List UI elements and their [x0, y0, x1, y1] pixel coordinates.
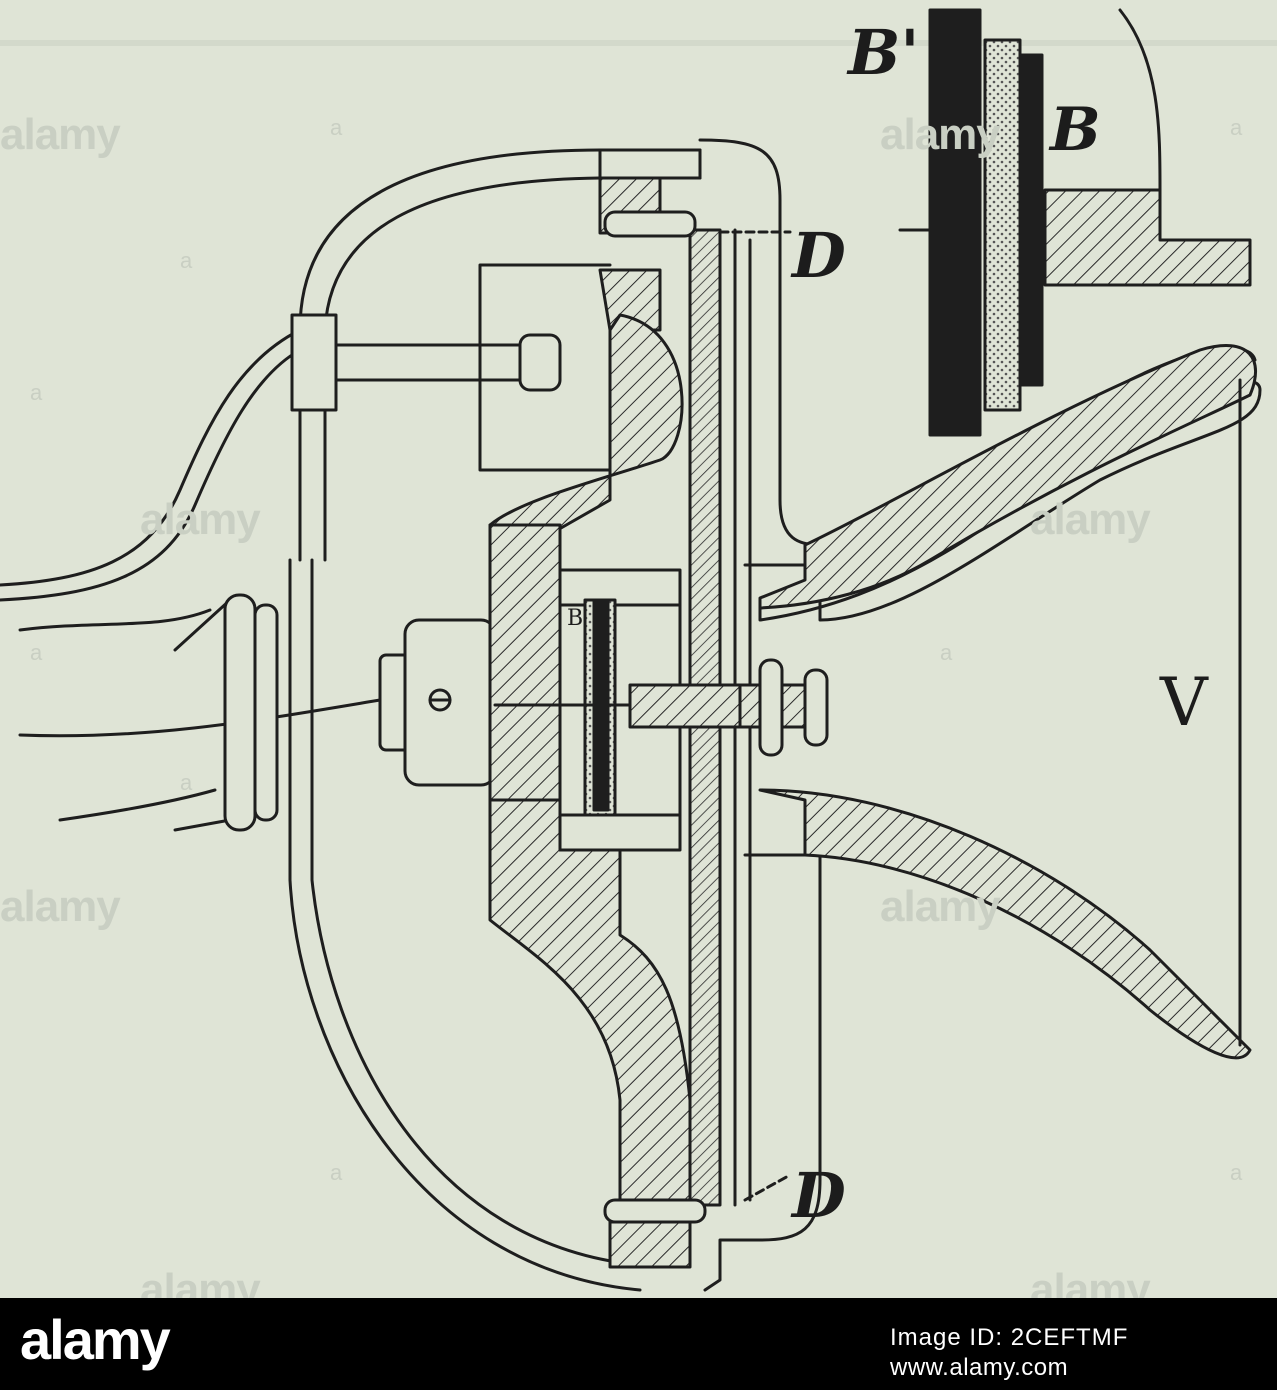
watermark-letter: a	[330, 1160, 343, 1185]
bracket	[478, 263, 612, 472]
inset-detail	[898, 8, 1252, 437]
top-clamp	[598, 148, 702, 238]
center-terminal	[378, 618, 497, 787]
bottom-clamp	[603, 1198, 707, 1269]
watermark-letter: a	[180, 770, 193, 795]
footer-bar: alamy Image ID: 2CEFTMF www.alamy.com	[0, 1298, 1277, 1390]
handle-collar	[173, 593, 279, 832]
upper-shell	[488, 313, 684, 562]
lower-shell	[488, 798, 692, 1202]
site-url: www.alamy.com	[890, 1354, 1069, 1381]
label-d-top: D	[792, 219, 846, 292]
label-b-inner: B	[567, 606, 584, 631]
watermark-letter: a	[330, 115, 343, 140]
center-stud	[493, 658, 829, 757]
cord-wires	[0, 328, 382, 822]
cord-coupler	[290, 313, 338, 412]
watermark: alamy	[880, 110, 1001, 159]
label-d-bottom: D	[792, 1159, 846, 1232]
watermark: alamy	[140, 495, 261, 544]
watermark-letter: a	[1230, 115, 1243, 140]
mouthpiece-horn	[758, 344, 1262, 1060]
label-b: B	[1050, 95, 1101, 165]
watermark: alamy	[0, 110, 121, 159]
image-id: Image ID: 2CEFTMF	[890, 1324, 1129, 1351]
watermark-letter: a	[180, 248, 193, 273]
watermark: alamy	[880, 882, 1001, 931]
watermark: alamy	[1030, 1265, 1151, 1299]
watermark-letter: a	[1230, 1160, 1243, 1185]
watermark-letter: a	[30, 640, 43, 665]
watermark: alamy	[0, 882, 121, 931]
watermark-letter: a	[940, 640, 953, 665]
diagram-figure: alamy alamy alamy alamy alamy alamy alam…	[0, 0, 1277, 1298]
label-b-prime: B'	[848, 16, 920, 89]
alamy-logo: alamy	[20, 1308, 171, 1371]
watermark: alamy	[1030, 495, 1151, 544]
watermark-letter: a	[30, 380, 43, 405]
telephone-diagram	[0, 8, 1277, 1292]
watermark: alamy	[140, 1265, 261, 1299]
label-v: V	[1160, 664, 1208, 741]
watermark-layer	[0, 40, 1277, 46]
